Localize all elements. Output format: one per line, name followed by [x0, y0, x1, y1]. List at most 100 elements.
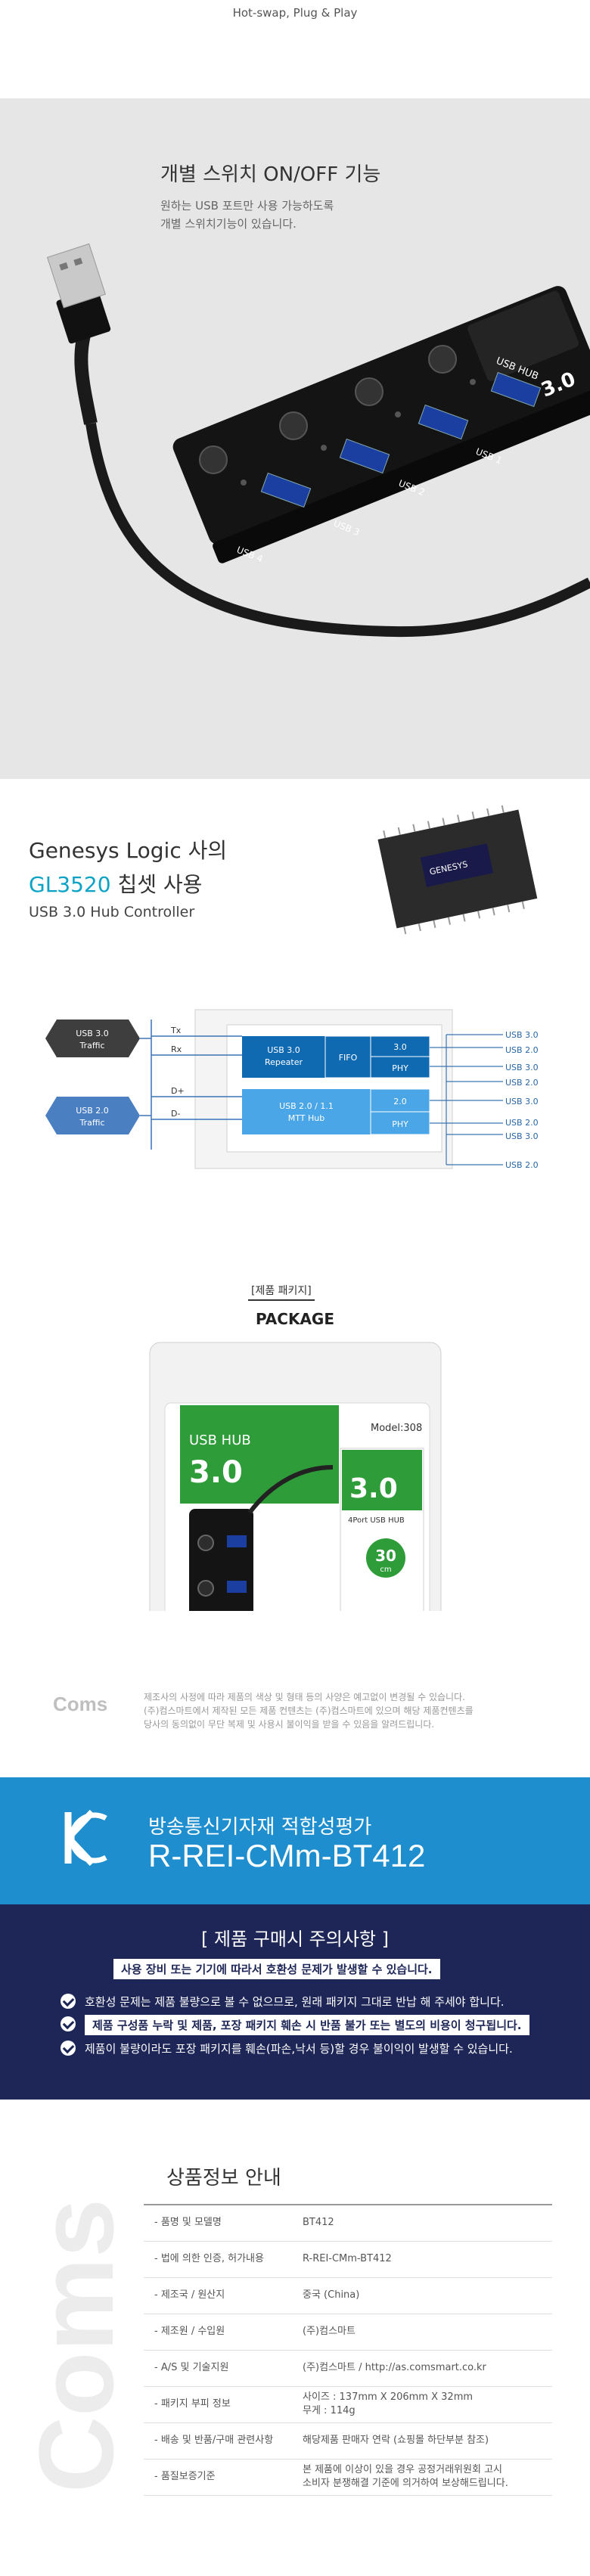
- svg-text:cm: cm: [380, 1566, 391, 1574]
- hub-body: [172, 286, 590, 563]
- svg-text:30: 30: [375, 1547, 396, 1565]
- notice-text: 제조사의 사정에 따라 제품의 색상 및 형태 등의 사양은 예고없이 변경될 …: [144, 1692, 474, 1730]
- svg-text:USB 3.0: USB 3.0: [505, 1030, 539, 1040]
- caution-section: [ 제품 구매시 주의사항 ] 사용 장비 또는 기기에 따라서 호환성 문제가…: [0, 1904, 590, 2100]
- switch-button-1: [428, 345, 457, 374]
- info-key: - 제조원 / 수입원: [144, 2314, 295, 2351]
- caution-item-1: 호환성 문제는 제품 불량으로 볼 수 없으므로, 원래 패키지 그대로 반납 …: [85, 1995, 505, 2009]
- svg-text:3.0: 3.0: [349, 1473, 398, 1504]
- check-icon: [61, 2041, 76, 2056]
- svg-text:Tx: Tx: [170, 1026, 182, 1035]
- info-value: BT412: [295, 2204, 552, 2242]
- svg-text:PHY: PHY: [392, 1119, 408, 1129]
- svg-text:MTT Hub: MTT Hub: [288, 1113, 324, 1123]
- svg-text:USB 2.0: USB 2.0: [505, 1118, 539, 1128]
- caution-item-2: 제품 구성품 누락 및 제품, 포장 패키지 훼손 시 반품 불가 또는 별도의…: [85, 2015, 529, 2035]
- package-model: Model:308: [371, 1423, 422, 1434]
- kc-title: 방송통신기자재 적합성평가: [148, 1816, 372, 1839]
- switch-button-4: [199, 445, 228, 474]
- svg-text:Traffic: Traffic: [79, 1118, 104, 1128]
- notice-section: Coms 제조사의 사정에 따라 제품의 색상 및 형태 등의 사양은 예고없이…: [0, 1611, 590, 1777]
- svg-text:Repeater: Repeater: [265, 1057, 303, 1067]
- coms-logo: Coms: [53, 1693, 108, 1715]
- switch-description: 원하는 USB 포트만 사용 가능하도록 개별 스위치기능이 있습니다.: [160, 199, 334, 231]
- chipset-diagram: GENESYS USB 3.0 Traffic USB 2.0 Traffic: [45, 805, 539, 1170]
- kc-mark-icon: [64, 1809, 107, 1867]
- svg-text:USB 3.0: USB 3.0: [505, 1097, 539, 1106]
- info-value: (주)컴스마트: [295, 2314, 552, 2351]
- info-value: 중국 (China): [295, 2277, 552, 2314]
- svg-text:USB 2.0: USB 2.0: [505, 1078, 539, 1088]
- svg-text:Traffic: Traffic: [79, 1041, 104, 1051]
- info-key: - 품명 및 모델명: [144, 2204, 295, 2242]
- hotswap-banner: Hot-swap, Plug & Play: [0, 0, 590, 98]
- table-row: - A/S 및 기술지원(주)컴스마트 / http://as.comsmart…: [144, 2350, 552, 2387]
- kc-certification: 방송통신기자재 적합성평가 R-REI-CMm-BT412: [0, 1777, 590, 1904]
- info-key: - 품질보증기준: [144, 2459, 295, 2496]
- table-row: - 제조원 / 수입원(주)컴스마트: [144, 2314, 552, 2351]
- svg-text:FIFO: FIFO: [339, 1053, 358, 1063]
- coms-watermark: Coms: [17, 2199, 135, 2493]
- port-label-3: USB 3: [332, 518, 362, 538]
- package-title: PACKAGE: [255, 1310, 335, 1328]
- chipset-line2: GL3520 칩셋 사용: [29, 872, 203, 897]
- chipset-section: Genesys Logic 사의 GL3520 칩셋 사용 USB 3.0 Hu…: [0, 779, 590, 1195]
- info-key: - 배송 및 반품/구매 관련사항: [144, 2422, 295, 2460]
- svg-text:D+: D+: [171, 1086, 185, 1096]
- switch-feature-section: USB HUB 3.0 USB 1 USB 2: [0, 98, 590, 779]
- switch-button-2: [355, 377, 384, 406]
- check-icon: [61, 2016, 76, 2031]
- info-key: - A/S 및 기술지원: [144, 2350, 295, 2387]
- info-key: - 제조국 / 원산지: [144, 2277, 295, 2314]
- info-title: 상품정보 안내: [166, 2167, 281, 2190]
- info-key: - 패키지 부피 정보: [144, 2386, 295, 2423]
- svg-text:2.0: 2.0: [393, 1097, 407, 1106]
- package-section: [제품 패키지] PACKAGE Model:308 USB HUB 3.0 3…: [0, 1195, 590, 1611]
- kc-code: R-REI-CMm-BT412: [148, 1838, 426, 1873]
- info-value: R-REI-CMm-BT412: [295, 2241, 552, 2278]
- check-icon: [61, 1994, 76, 2009]
- svg-text:USB 3.0: USB 3.0: [505, 1063, 539, 1072]
- chipset-line1: Genesys Logic 사의: [29, 838, 228, 863]
- svg-text:USB 2.0: USB 2.0: [76, 1106, 109, 1116]
- svg-text:3.0: 3.0: [189, 1455, 243, 1490]
- svg-text:USB 2.0: USB 2.0: [505, 1045, 539, 1055]
- svg-text:USB 3.0: USB 3.0: [76, 1029, 109, 1038]
- svg-text:USB 3.0: USB 3.0: [267, 1045, 300, 1055]
- package-badge: [제품 패키지]: [248, 1283, 315, 1301]
- svg-text:USB 3.0: USB 3.0: [505, 1131, 539, 1141]
- svg-text:USB 2.0: USB 2.0: [505, 1160, 539, 1170]
- switch-button-3: [279, 411, 308, 440]
- svg-text:3.0: 3.0: [393, 1042, 407, 1052]
- svg-text:USB HUB: USB HUB: [189, 1432, 251, 1448]
- switch-title: 개별 스위치 ON/OFF 기능: [160, 163, 381, 186]
- chipset-line3: USB 3.0 Hub Controller: [29, 904, 195, 920]
- hotswap-text: Hot-swap, Plug & Play: [232, 6, 358, 20]
- usb-plug-icon: [46, 243, 111, 344]
- svg-text:USB 2.0 / 1.1: USB 2.0 / 1.1: [279, 1101, 334, 1111]
- usb-hub-illustration: USB HUB 3.0 USB 1 USB 2: [46, 243, 590, 638]
- svg-text:4Port USB HUB: 4Port USB HUB: [348, 1516, 405, 1525]
- svg-text:D-: D-: [171, 1109, 180, 1119]
- chip-icon: GENESYS: [377, 805, 538, 935]
- info-key: - 법에 의한 인증, 허가내용: [144, 2241, 295, 2278]
- caution-item-3: 제품이 불량이라도 포장 패키지를 훼손(파손,낙서 등)할 경우 불이익이 발…: [85, 2042, 513, 2056]
- info-value: 해당제품 판매자 연락 (쇼핑몰 하단부분 참조): [295, 2422, 552, 2460]
- package-illustration: Model:308 USB HUB 3.0 3.0 4Port USB HUB …: [149, 1342, 442, 1611]
- caution-intro: 사용 장비 또는 기기에 따라서 호환성 문제가 발생할 수 있습니다.: [113, 1959, 440, 1979]
- svg-text:Rx: Rx: [171, 1044, 182, 1054]
- caution-title: [ 제품 구매시 주의사항 ]: [201, 1929, 389, 1950]
- info-value: (주)컴스마트 / http://as.comsmart.co.kr: [295, 2350, 552, 2387]
- svg-text:PHY: PHY: [392, 1063, 408, 1073]
